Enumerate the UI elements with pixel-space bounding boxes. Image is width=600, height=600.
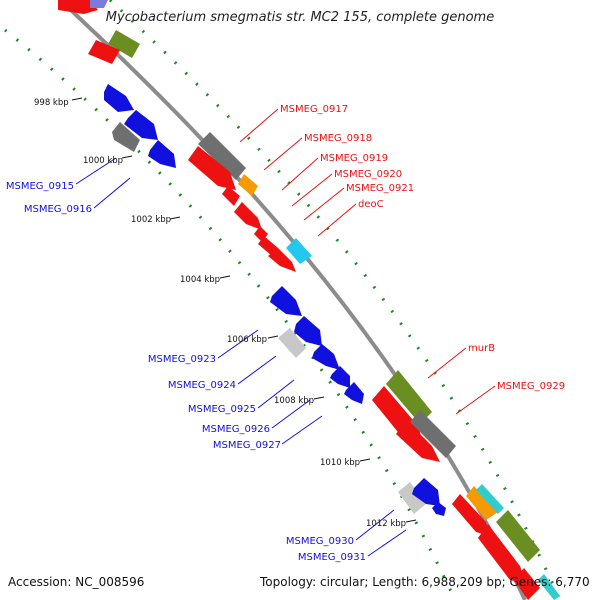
kbp-label: 1000 kbp [83, 156, 123, 166]
gene-feature[interactable] [258, 236, 278, 256]
gene-feature[interactable] [330, 366, 350, 388]
kbp-label: 1012 kbp [366, 519, 406, 529]
gene-feature[interactable] [344, 382, 364, 404]
gene-feature[interactable] [148, 140, 176, 168]
gene-label[interactable]: MSMEG_0927 [213, 440, 281, 451]
reverse-leader-lines [75, 157, 407, 557]
gene-feature[interactable] [412, 478, 440, 506]
gene-feature[interactable] [476, 484, 504, 514]
gene-feature[interactable] [452, 494, 490, 536]
outer-dotted-line [108, 0, 562, 600]
gene-feature[interactable] [278, 328, 306, 358]
gene-feature[interactable] [58, 0, 98, 14]
gene-feature[interactable] [398, 482, 426, 514]
kbp-label: 1002 kbp [131, 215, 171, 225]
gene-label[interactable]: MSMEG_0924 [168, 380, 236, 391]
gene-feature[interactable] [238, 174, 258, 196]
gene-label[interactable]: MSMEG_0929 [497, 381, 565, 392]
gene-feature[interactable] [432, 502, 446, 516]
gene-label[interactable]: MSMEG_0923 [148, 354, 216, 365]
kbp-label: 998 kbp [34, 98, 69, 108]
topology-text: Topology: circular; Length: 6,988,209 bp… [260, 575, 590, 589]
gene-feature[interactable] [198, 132, 246, 180]
gene-feature[interactable] [222, 186, 240, 206]
forward-genes [58, 0, 560, 600]
gene-feature[interactable] [88, 40, 120, 64]
dotted-guides [4, 0, 562, 600]
gene-feature[interactable] [268, 248, 296, 272]
accession-text: Accession: NC_008596 [8, 575, 145, 589]
gene-label[interactable]: murB [468, 343, 495, 354]
gene-label[interactable]: MSMEG_0919 [320, 153, 388, 164]
kbp-label: 1006 kbp [227, 335, 267, 345]
gene-label[interactable]: MSMEG_0917 [280, 104, 348, 115]
gene-feature[interactable] [294, 316, 322, 346]
gene-label[interactable]: MSMEG_0921 [346, 183, 414, 194]
gene-feature[interactable] [466, 486, 498, 520]
gene-feature[interactable] [286, 238, 312, 264]
forward-gene-labels: MSMEG_0917 MSMEG_0918 MSMEG_0919 MSMEG_0… [280, 104, 565, 392]
gene-label[interactable]: MSMEG_0926 [202, 424, 270, 435]
gene-feature[interactable] [496, 510, 540, 562]
reverse-genes [90, 0, 446, 516]
kbp-tick-marks [71, 97, 417, 523]
gene-feature[interactable] [188, 146, 236, 190]
gene-feature[interactable] [234, 202, 262, 230]
gene-label[interactable]: MSMEG_0925 [188, 404, 256, 415]
kbp-label: 1008 kbp [274, 396, 314, 406]
gene-label[interactable]: MSMEG_0930 [286, 536, 354, 547]
gene-label[interactable]: MSMEG_0918 [304, 133, 372, 144]
gene-feature[interactable] [514, 568, 540, 600]
gene-feature[interactable] [108, 30, 140, 58]
kbp-label: 1010 kbp [320, 458, 360, 468]
gene-feature[interactable] [312, 344, 340, 370]
inner-dotted-line [4, 28, 457, 600]
gene-label[interactable]: MSMEG_0916 [24, 204, 92, 215]
gene-label[interactable]: MSMEG_0931 [298, 552, 366, 563]
forward-leader-lines [239, 108, 496, 415]
gene-label[interactable]: deoC [358, 199, 384, 210]
kbp-label: 1004 kbp [180, 275, 220, 285]
gene-feature[interactable] [410, 410, 456, 458]
gene-feature[interactable] [124, 110, 158, 140]
gene-feature[interactable] [104, 84, 134, 112]
gene-label[interactable]: MSMEG_0915 [6, 181, 74, 192]
gene-feature[interactable] [270, 286, 302, 316]
kbp-labels: 998 kbp 1000 kbp 1002 kbp 1004 kbp 1006 … [34, 98, 406, 529]
gene-feature[interactable] [538, 574, 560, 600]
gene-feature[interactable] [478, 524, 526, 584]
gene-feature[interactable] [112, 122, 140, 152]
gene-feature[interactable] [90, 0, 108, 8]
gene-label[interactable]: MSMEG_0920 [334, 169, 402, 180]
reverse-gene-labels: MSMEG_0915 MSMEG_0916 MSMEG_0923 MSMEG_0… [6, 181, 366, 563]
gene-feature[interactable] [396, 420, 440, 462]
map-title: Mycobacterium smegmatis str. MC2 155, co… [105, 10, 495, 25]
